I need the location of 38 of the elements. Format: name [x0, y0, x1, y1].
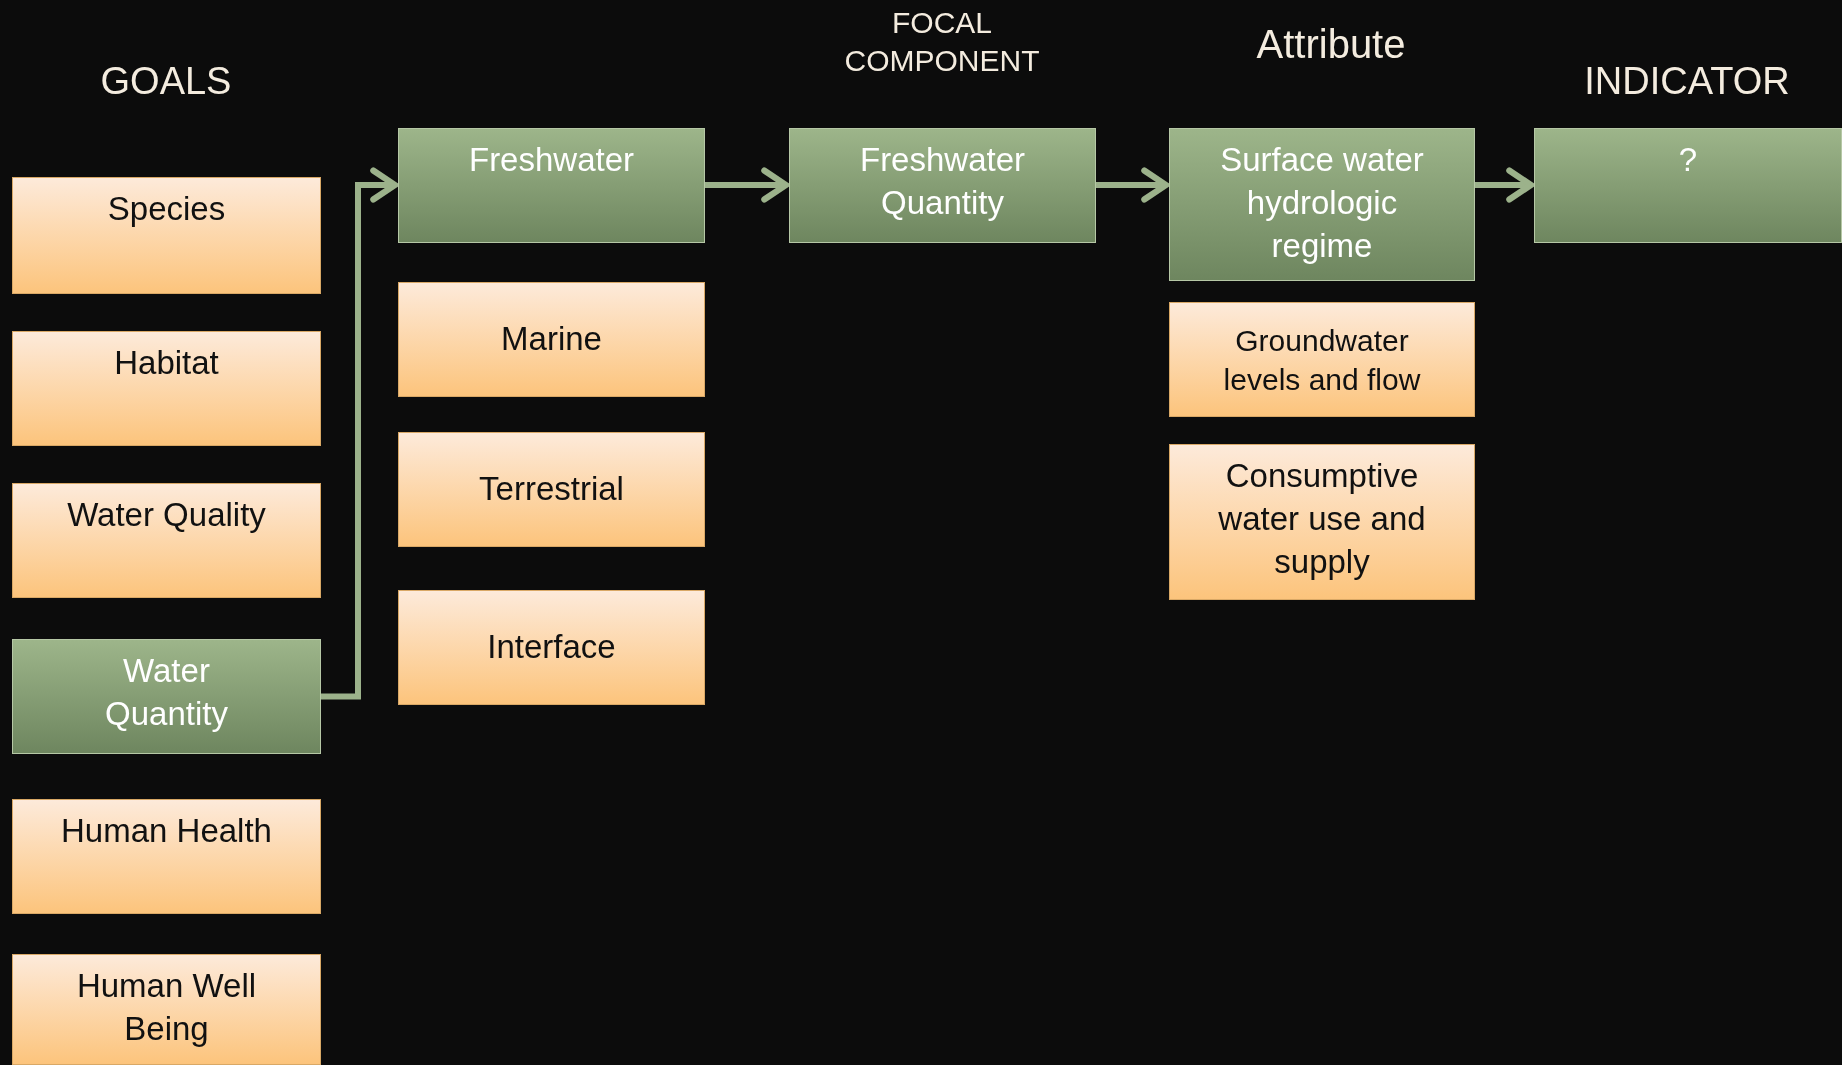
box-label: Freshwater Quantity [858, 140, 1027, 223]
box-label: Habitat [114, 343, 219, 383]
process-box [1169, 444, 1475, 600]
column-heading: FOCAL COMPONENT [843, 5, 1041, 79]
column-heading: Attribute [1256, 24, 1406, 64]
process-box [12, 331, 321, 446]
box-label: Marine [501, 319, 602, 360]
process-box [12, 639, 321, 754]
box-label: Water Quality [67, 495, 266, 535]
box-label: Human Well Being [75, 966, 258, 1049]
box-label: ? [1678, 140, 1698, 180]
arrow [321, 167, 399, 700]
column-heading: GOALS [100, 62, 232, 100]
process-box [789, 128, 1096, 243]
process-box [398, 432, 705, 547]
box-label: Groundwater levels and flow [1222, 322, 1422, 398]
process-box [12, 799, 321, 914]
box-label: Freshwater [468, 140, 635, 180]
process-box [398, 128, 705, 243]
arrow [1475, 167, 1535, 203]
box-label: Terrestrial [479, 469, 624, 510]
process-box [398, 590, 705, 705]
column-heading: INDICATOR [1584, 62, 1790, 100]
box-label: Interface [487, 627, 616, 668]
arrow [705, 167, 790, 203]
box-label: Human Health [61, 811, 272, 851]
process-box [12, 483, 321, 598]
process-box [398, 282, 705, 397]
box-label: Consumptive water use and supply [1217, 456, 1427, 582]
box-label: Water Quantity [104, 651, 229, 734]
process-box [1169, 128, 1475, 281]
arrow [1096, 167, 1170, 203]
box-label: Species [107, 189, 226, 229]
process-box [12, 954, 321, 1065]
process-box [12, 177, 321, 294]
process-box [1169, 302, 1475, 417]
process-box [1534, 128, 1842, 243]
box-label: Surface water hydrologic regime [1219, 140, 1425, 266]
